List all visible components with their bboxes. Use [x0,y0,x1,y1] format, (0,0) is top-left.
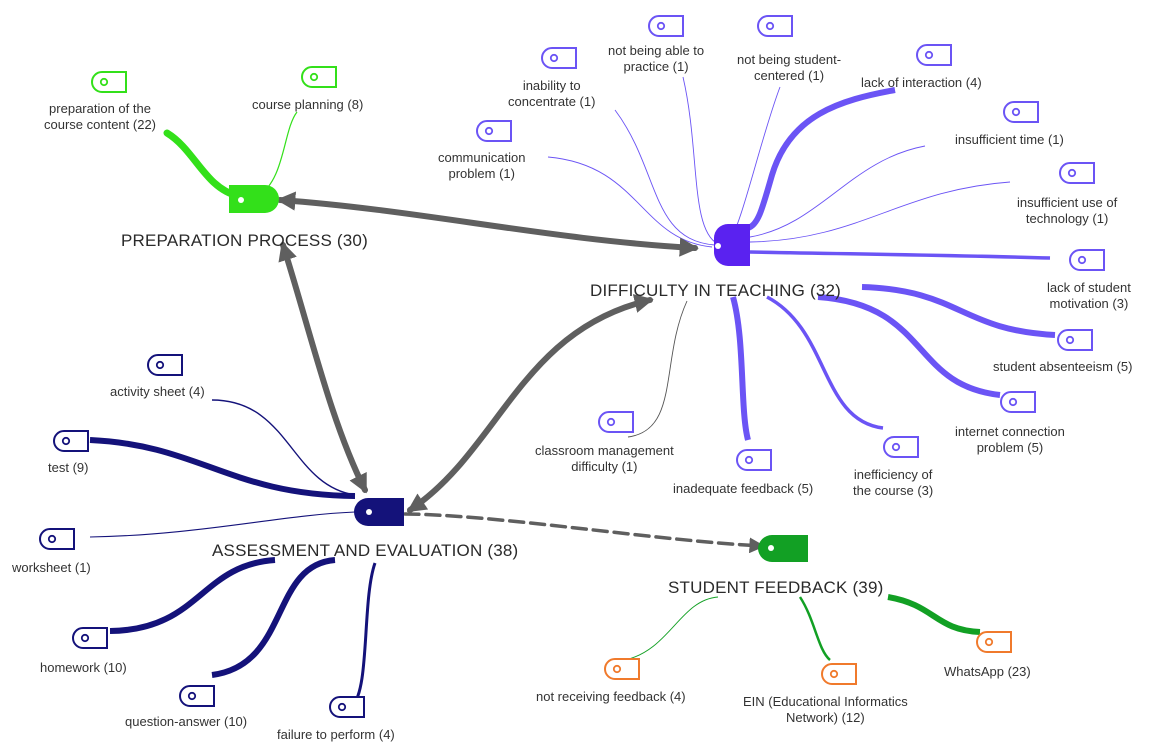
code-icon-interaction[interactable] [915,44,952,66]
branch-ein [798,596,831,661]
code-icon-motivation[interactable] [1068,249,1105,271]
arrow-preparation-assessment [278,241,368,494]
branch-concentrate [614,109,716,246]
branch-whatsapp [887,594,981,635]
code-icon-not-receiving[interactable] [603,658,640,680]
feedback-branches [624,594,981,661]
hub-title-preparation: PREPARATION PROCESS (30) [121,231,368,250]
code-icon-internet[interactable] [999,391,1036,413]
code-icon-absenteeism[interactable] [1056,329,1093,351]
code-icon-tech[interactable] [1058,162,1095,184]
code-icon-test[interactable] [52,430,89,452]
label-time: insufficient time (1) [955,132,1064,147]
branch-question [211,557,336,678]
code-icon-prep-content[interactable] [90,71,127,93]
code-icon-inadequate[interactable] [735,449,772,471]
branch-classroom [627,300,688,438]
arrow-assessment-teaching [406,294,654,513]
label-failure: failure to perform (4) [277,727,395,742]
code-icon-time[interactable] [1002,101,1039,123]
branch-tech [749,181,1011,243]
branch-inadequate [730,296,751,441]
arrow-assessment-feedback [403,512,766,554]
teaching-branches [547,76,1056,441]
hub-preparation-node[interactable] [229,185,279,213]
branch-internet [817,294,1001,398]
label-question: question-answer (10) [125,714,248,729]
hub-title-feedback: STUDENT FEEDBACK (39) [668,578,884,597]
branch-interaction [746,87,896,231]
label-student-centered: not being student-centered (1) [737,52,842,83]
branch-worksheet [89,511,356,538]
branch-time [749,145,926,238]
code-icon-course-planning[interactable] [300,66,337,88]
branch-prep-content [163,129,242,200]
hub-feedback-node[interactable] [758,535,808,563]
label-not-receiving: not receiving feedback (4) [536,689,686,704]
label-test: test (9) [48,460,89,475]
code-icon-question[interactable] [178,685,215,707]
label-homework: homework (10) [40,660,127,675]
branch-inefficiency [766,295,884,430]
branch-motivation [749,250,1051,260]
branch-communication [547,156,713,248]
code-icon-concentrate[interactable] [540,47,577,69]
preparation-branches [163,111,298,200]
code-icon-failure[interactable] [328,696,365,718]
branch-homework [109,557,276,634]
branch-absenteeism [861,284,1056,338]
label-course-planning: course planning (8) [252,97,364,112]
hub-title-teaching: DIFFICULTY IN TEACHING (32) [590,281,841,300]
code-icon-activity[interactable] [146,354,183,376]
code-icon-ein[interactable] [820,663,857,685]
branch-practice [682,76,719,245]
label-interaction: lack of interaction (4) [861,75,982,90]
hub-assessment-node[interactable] [354,498,404,526]
code-icon-inefficiency[interactable] [882,436,919,458]
code-icon-student-centered[interactable] [756,15,793,37]
branch-failure [350,562,377,708]
leaf-icons [38,15,1105,718]
label-absenteeism: student absenteeism (5) [993,359,1133,374]
label-inadequate: inadequate feedback (5) [673,481,814,496]
hub-teaching-node[interactable] [714,224,750,266]
arrow-teaching-preparation [276,191,699,257]
code-icon-worksheet[interactable] [38,528,75,550]
code-icon-whatsapp[interactable] [975,631,1012,653]
hub-title-assessment: ASSESSMENT AND EVALUATION (38) [212,541,519,560]
code-icon-homework[interactable] [71,627,108,649]
relation-arrows [276,191,766,554]
code-icon-practice[interactable] [647,15,684,37]
code-icon-communication[interactable] [475,120,512,142]
branch-course-planning [257,111,298,197]
code-icon-classroom[interactable] [597,411,634,433]
branch-not-receiving [624,596,719,661]
label-activity: activity sheet (4) [110,384,205,399]
label-worksheet: worksheet (1) [12,560,91,575]
branch-test [89,437,356,499]
label-whatsapp: WhatsApp (23) [944,664,1031,679]
